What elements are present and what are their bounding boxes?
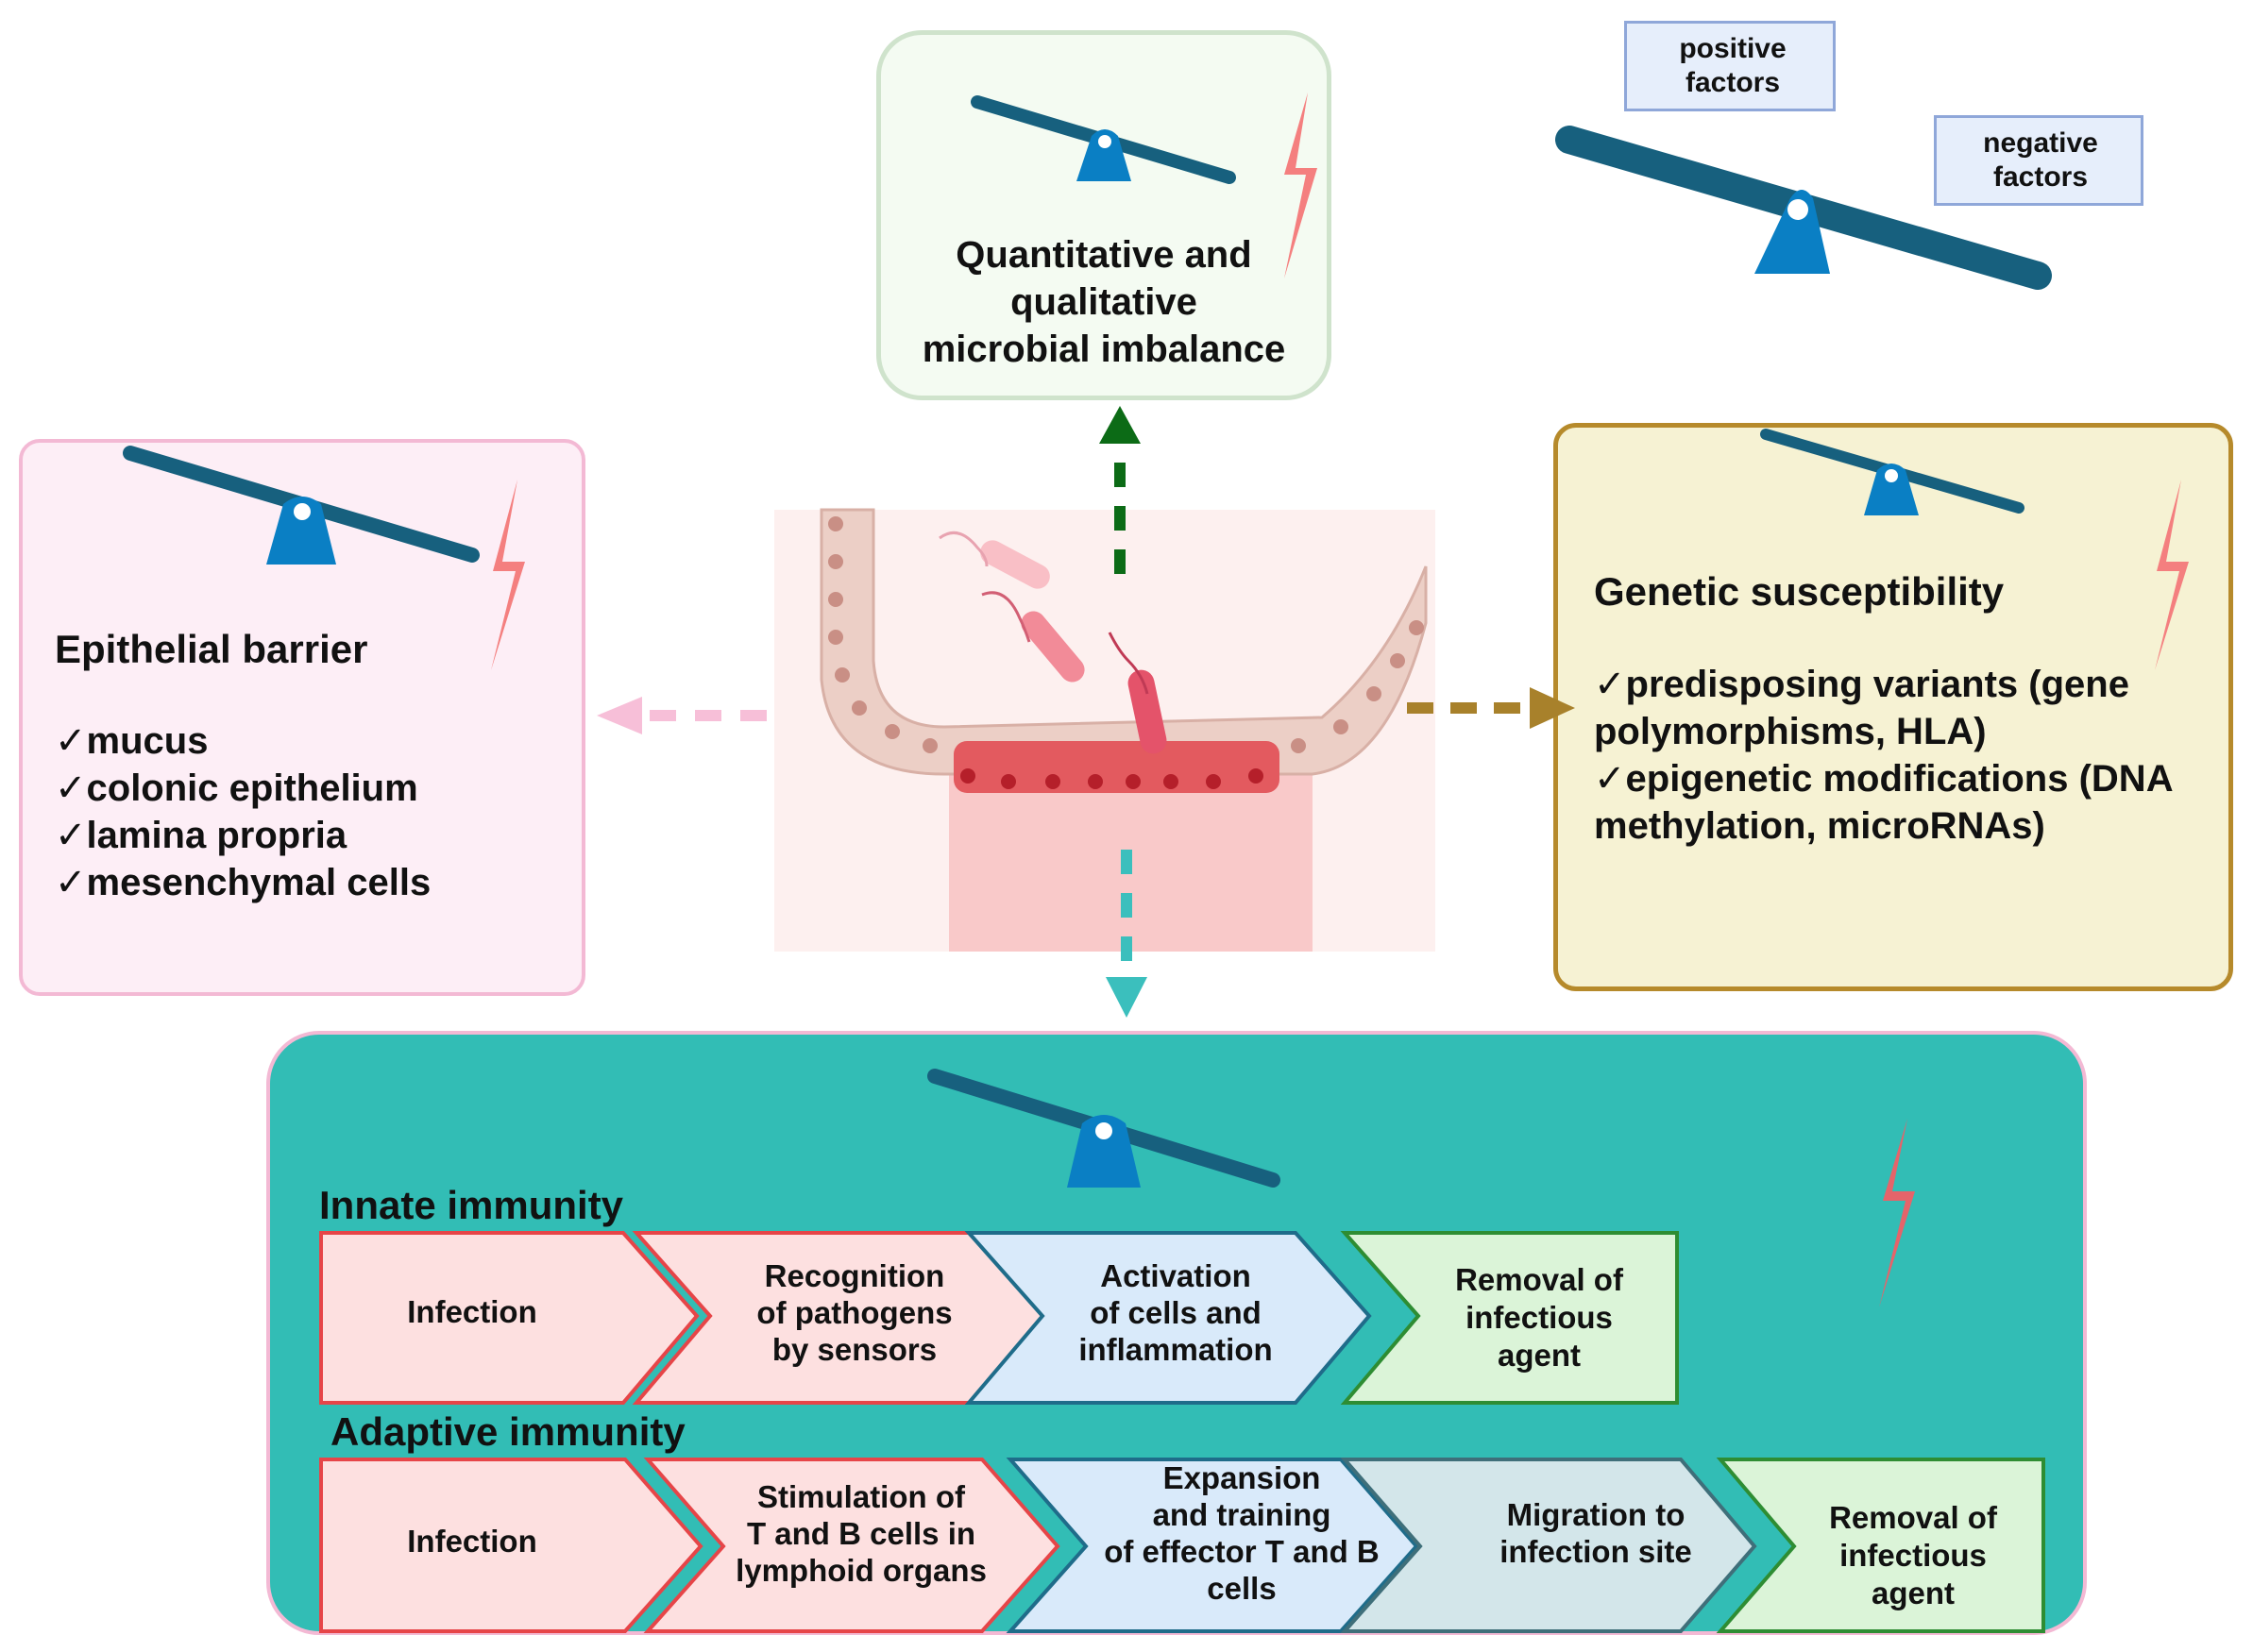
lightning-icon (1284, 93, 1317, 278)
adaptive-step-label: Removal of infectious agent (1829, 1500, 1997, 1610)
genetic-susceptibility-title: Genetic susceptibility (1594, 569, 2005, 614)
innate-pathway (319, 1231, 1679, 1405)
seesaw-epithelial-icon (123, 446, 480, 565)
seesaw-microbial-icon (971, 95, 1236, 184)
seesaw-immunity-icon (927, 1069, 1280, 1188)
seesaw-genetic-icon (1760, 429, 2024, 515)
list-item: ✓mucus (55, 720, 209, 762)
innate-step-label: Infection (407, 1294, 537, 1329)
list-item: ✓predisposing variants (gene (1594, 664, 2129, 705)
innate-step-label: Removal of infectious agent (1455, 1262, 1623, 1373)
adaptive-immunity-title: Adaptive immunity (330, 1409, 686, 1454)
arrow-to-microbial (1099, 406, 1141, 574)
innate-step-label: Recognition of pathogens by sensors (756, 1258, 953, 1367)
arrow-to-epithelial (597, 697, 767, 734)
adaptive-step-label: Infection (407, 1524, 537, 1559)
epithelial-cell-row (828, 516, 1424, 753)
list-item: ✓mesenchymal cells (55, 862, 432, 903)
list-item: polymorphisms, HLA) (1594, 711, 1987, 752)
lightning-icon (491, 480, 525, 670)
negative-factors-label (1934, 115, 2143, 206)
arrow-to-genetic (1407, 687, 1575, 729)
epithelial-barrier-list: ✓mucus ✓colonic epithelium ✓lamina propr… (55, 717, 431, 906)
lightning-icon (2155, 480, 2189, 670)
list-item: ✓lamina propria (55, 815, 347, 856)
epithelial-barrier-title: Epithelial barrier (55, 627, 368, 671)
colon-tissue-illustration (774, 508, 1435, 952)
positive-factors-text: positive factors (1679, 33, 1787, 98)
list-item: ✓colonic epithelium (55, 767, 418, 809)
innate-step-label: Activation of cells and inflammation (1078, 1258, 1273, 1367)
arrow-to-immunity (1106, 850, 1147, 1018)
lightning-icon (1879, 1119, 1915, 1307)
inflamed-epithelium (954, 741, 1279, 793)
adaptive-step-label: Stimulation of T and B cells in lymphoid… (736, 1479, 987, 1588)
microbial-imbalance-title: Quantitative and qualitative microbial i… (922, 234, 1286, 370)
adaptive-step-label: Migration to infection site (1499, 1497, 1692, 1569)
innate-immunity-title: Innate immunity (319, 1183, 624, 1227)
positive-factors-label (1624, 21, 1836, 111)
adaptive-step-label: Expansion and training of effector T and… (1104, 1460, 1380, 1606)
negative-factors-text: negative factors (1983, 127, 2098, 193)
seesaw-legend-icon (1555, 126, 2052, 290)
bacteria (939, 531, 1167, 754)
genetic-susceptibility-box (1553, 423, 2233, 991)
adaptive-pathway (319, 1458, 2045, 1633)
list-item: methylation, microRNAs) (1594, 805, 2045, 847)
microbial-imbalance-box (876, 30, 1331, 400)
list-item: ✓epigenetic modifications (DNA (1594, 758, 2174, 800)
genetic-susceptibility-list: ✓predisposing variants (gene polymorphis… (1594, 661, 2174, 850)
